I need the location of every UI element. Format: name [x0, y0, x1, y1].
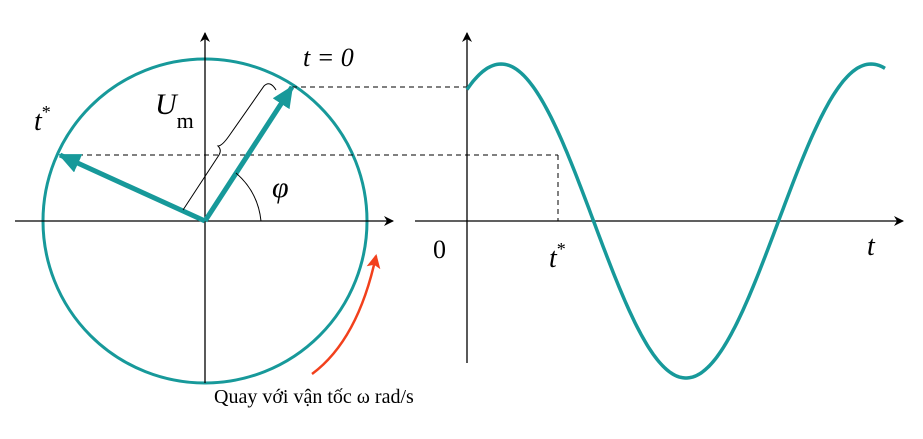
phasor-tstar [58, 152, 207, 224]
phase-angle-arc [235, 172, 262, 222]
phase-angle-label: φ [272, 171, 289, 204]
rotation-arrow [311, 254, 381, 376]
waveform-curve [465, 62, 886, 380]
time-axis-label: t [867, 231, 876, 262]
tstar-axis-label: t* [549, 239, 566, 274]
rotation-caption: Quay với vận tốc ω rad/s [214, 386, 414, 408]
amplitude-label: Um [155, 88, 194, 133]
amplitude-brace [182, 83, 277, 211]
tstar-phasor-label: t* [34, 102, 51, 137]
origin-label: 0 [433, 235, 446, 264]
phasor-t0 [202, 85, 295, 223]
t0-label: t = 0 [303, 43, 354, 72]
